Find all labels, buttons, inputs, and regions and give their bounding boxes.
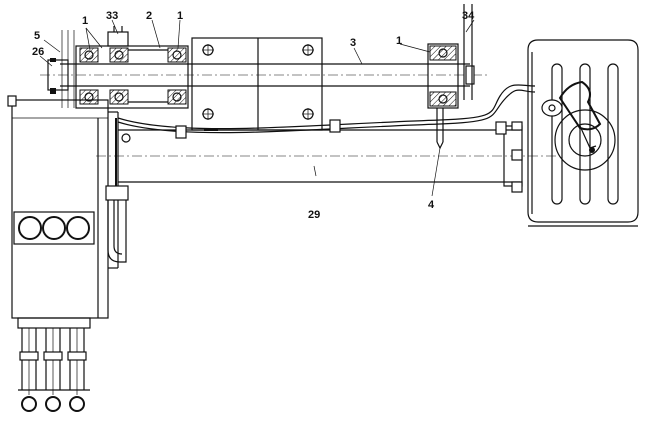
bearing-housing-2 — [75, 26, 189, 109]
leader-lines — [39, 19, 475, 197]
arm-34 — [463, 4, 473, 100]
cable — [117, 84, 536, 139]
lever-4 — [436, 108, 444, 150]
tube-29 — [96, 121, 560, 193]
tube-end-circle — [21, 396, 37, 412]
port-circle — [66, 216, 90, 240]
callout-1b: 1 — [177, 10, 183, 22]
tube-end-circle — [69, 396, 85, 412]
callouts: 1 33 2 1 34 3 1 5 26 29 4 — [32, 10, 475, 221]
shaft-3 — [40, 63, 490, 87]
bottom-tubes — [17, 317, 91, 412]
callout-33: 33 — [106, 10, 118, 22]
left-housing — [7, 95, 119, 319]
callout-26: 26 — [32, 46, 44, 58]
tube-right — [67, 328, 87, 412]
port-row — [13, 211, 95, 245]
port-circle — [42, 216, 66, 240]
control-box — [527, 39, 639, 227]
callout-3: 3 — [350, 37, 356, 49]
port-circle — [18, 216, 42, 240]
bearing-right — [427, 43, 459, 109]
callout-5: 5 — [34, 30, 40, 42]
mounting-plate — [191, 37, 323, 131]
shaft-left-end — [47, 30, 75, 108]
tube-end-circle — [45, 396, 61, 412]
callout-2: 2 — [146, 10, 152, 22]
callout-34: 34 — [462, 10, 475, 22]
tube-middle — [43, 328, 63, 412]
tube-left — [19, 328, 39, 412]
callout-29: 29 — [308, 209, 320, 221]
callout-1a: 1 — [82, 15, 88, 27]
callout-1c: 1 — [396, 35, 402, 47]
elbow-fitting — [105, 118, 131, 263]
callout-4: 4 — [428, 199, 435, 211]
